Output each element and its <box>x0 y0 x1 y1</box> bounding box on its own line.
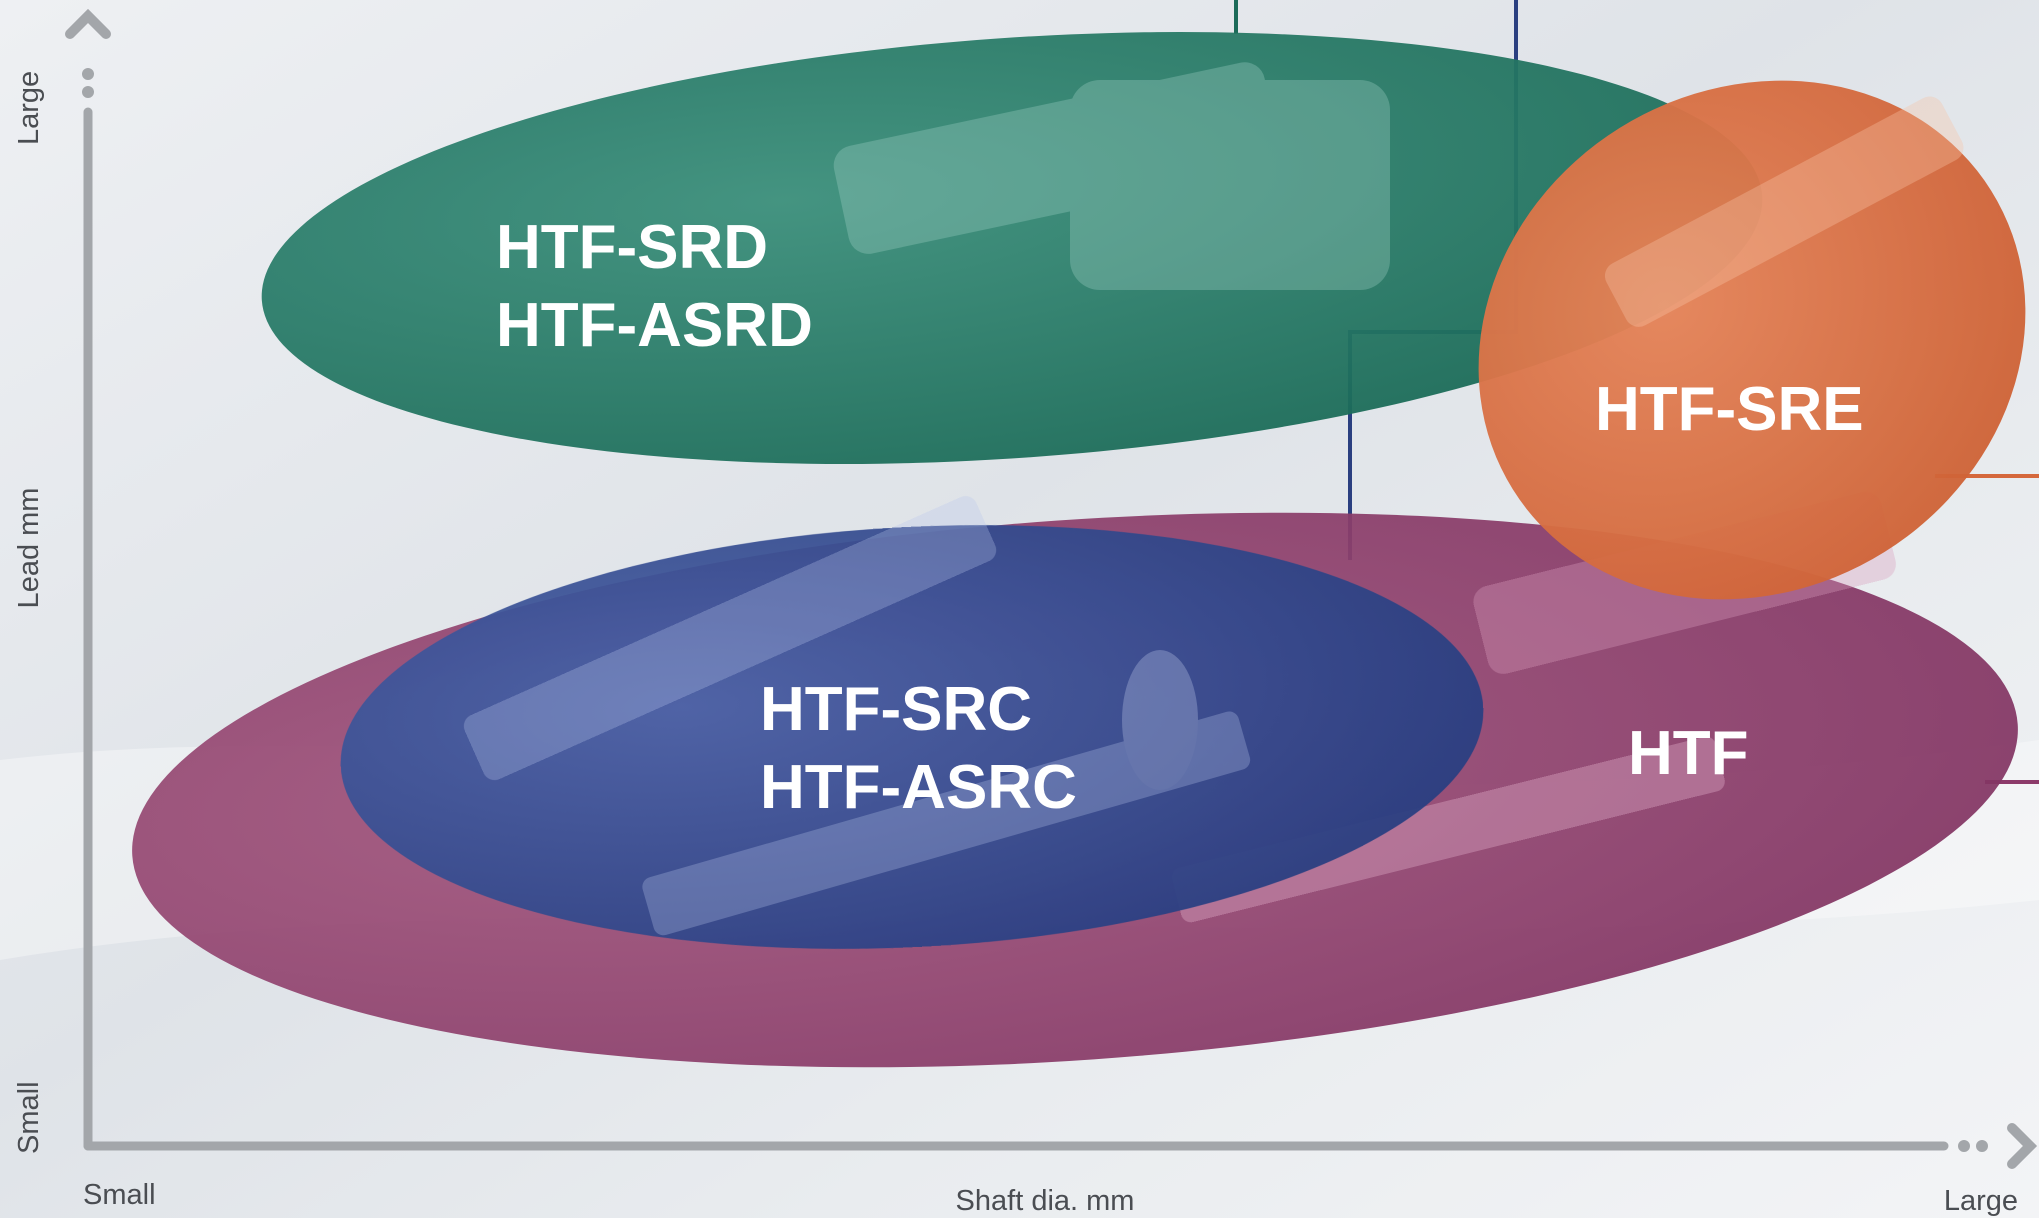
htf-label: HTF <box>1628 719 1749 788</box>
x-axis-title: Shaft dia. mm <box>956 1185 1135 1217</box>
x-axis-arrow-icon <box>2007 1123 2038 1169</box>
series-labels: HTF HTF-SRC HTF-ASRC HTF-SRD HTF-ASRD HTF-SRE <box>496 213 1864 822</box>
y-axis-dot <box>82 86 94 98</box>
y-axis-dot <box>82 68 94 80</box>
htf-sre-label: HTF-SRE <box>1595 375 1864 444</box>
htf-srd-label: HTF-SRD <box>496 213 768 282</box>
x-axis-min-label: Small <box>83 1179 156 1211</box>
y-axis-max-label: Large <box>13 71 45 145</box>
x-axis-dot <box>1976 1140 1988 1152</box>
x-axis-dot <box>1958 1140 1970 1152</box>
htf-src-label: HTF-ASRC <box>760 753 1077 822</box>
axes <box>65 8 2038 1169</box>
htf-src-ellipse <box>340 525 1484 949</box>
htf-sre-screw-illustration <box>1604 96 1964 327</box>
y-axis-arrow-icon <box>65 8 111 39</box>
htf-srd-ellipse <box>261 32 1763 464</box>
y-axis-min-label: Small <box>13 1081 45 1154</box>
htf-sre-ellipse <box>1478 80 2026 600</box>
htf-srd-screw-illustration <box>833 62 1390 290</box>
htf-srd-label: HTF-ASRD <box>496 291 813 360</box>
htf-src-label: HTF-SRC <box>760 675 1032 744</box>
htf-src-screw-illustration <box>463 496 1251 936</box>
x-axis-max-label: Large <box>1944 1185 2018 1217</box>
y-axis-title: Lead mm <box>13 488 45 609</box>
